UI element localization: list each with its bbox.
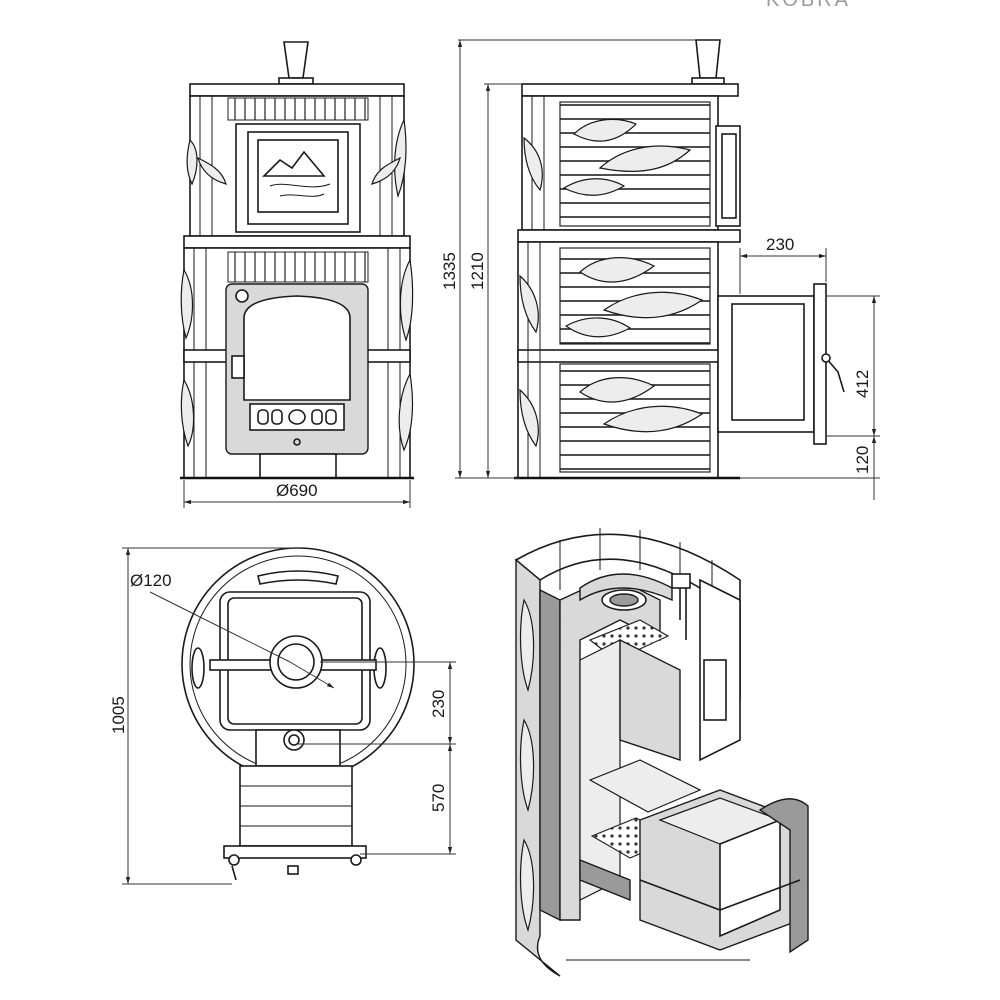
water-tap	[283, 729, 305, 751]
dim-flue-offset: 230	[429, 690, 448, 718]
door-handle	[231, 355, 245, 379]
dim-height-body: 1210	[468, 252, 487, 290]
chimney-pipe	[695, 39, 721, 79]
dim-tunnel-height: 412	[853, 370, 872, 398]
dim-tunnel-offset: 120	[853, 446, 872, 474]
dim-tunnel-depth: 570	[429, 784, 448, 812]
top-view: Ø120 1005 230 570	[109, 547, 456, 885]
dim-height-total: 1335	[440, 252, 459, 290]
brand-label: KOBRA	[766, 0, 851, 11]
tank-door	[703, 659, 727, 721]
middle-band	[183, 235, 411, 249]
dim-flue-diameter: Ø120	[130, 571, 172, 590]
mountain-emblem	[262, 150, 326, 177]
side-view: 1335 1210 230 412 120	[440, 39, 880, 500]
chimney-pipe	[283, 41, 309, 79]
dim-tunnel-length: 230	[766, 235, 794, 254]
door-glass	[243, 295, 351, 401]
front-view: Ø690	[180, 41, 414, 508]
tunnel-door	[758, 798, 809, 954]
dim-depth-total: 1005	[109, 696, 128, 734]
cutaway-view	[514, 528, 809, 977]
top-cap	[189, 83, 405, 97]
tunnel-door	[813, 283, 827, 445]
dim-diameter: Ø690	[276, 481, 318, 500]
leaf-decoration	[573, 118, 638, 142]
leaf-decoration	[186, 138, 198, 186]
ash-drawer	[259, 453, 337, 479]
